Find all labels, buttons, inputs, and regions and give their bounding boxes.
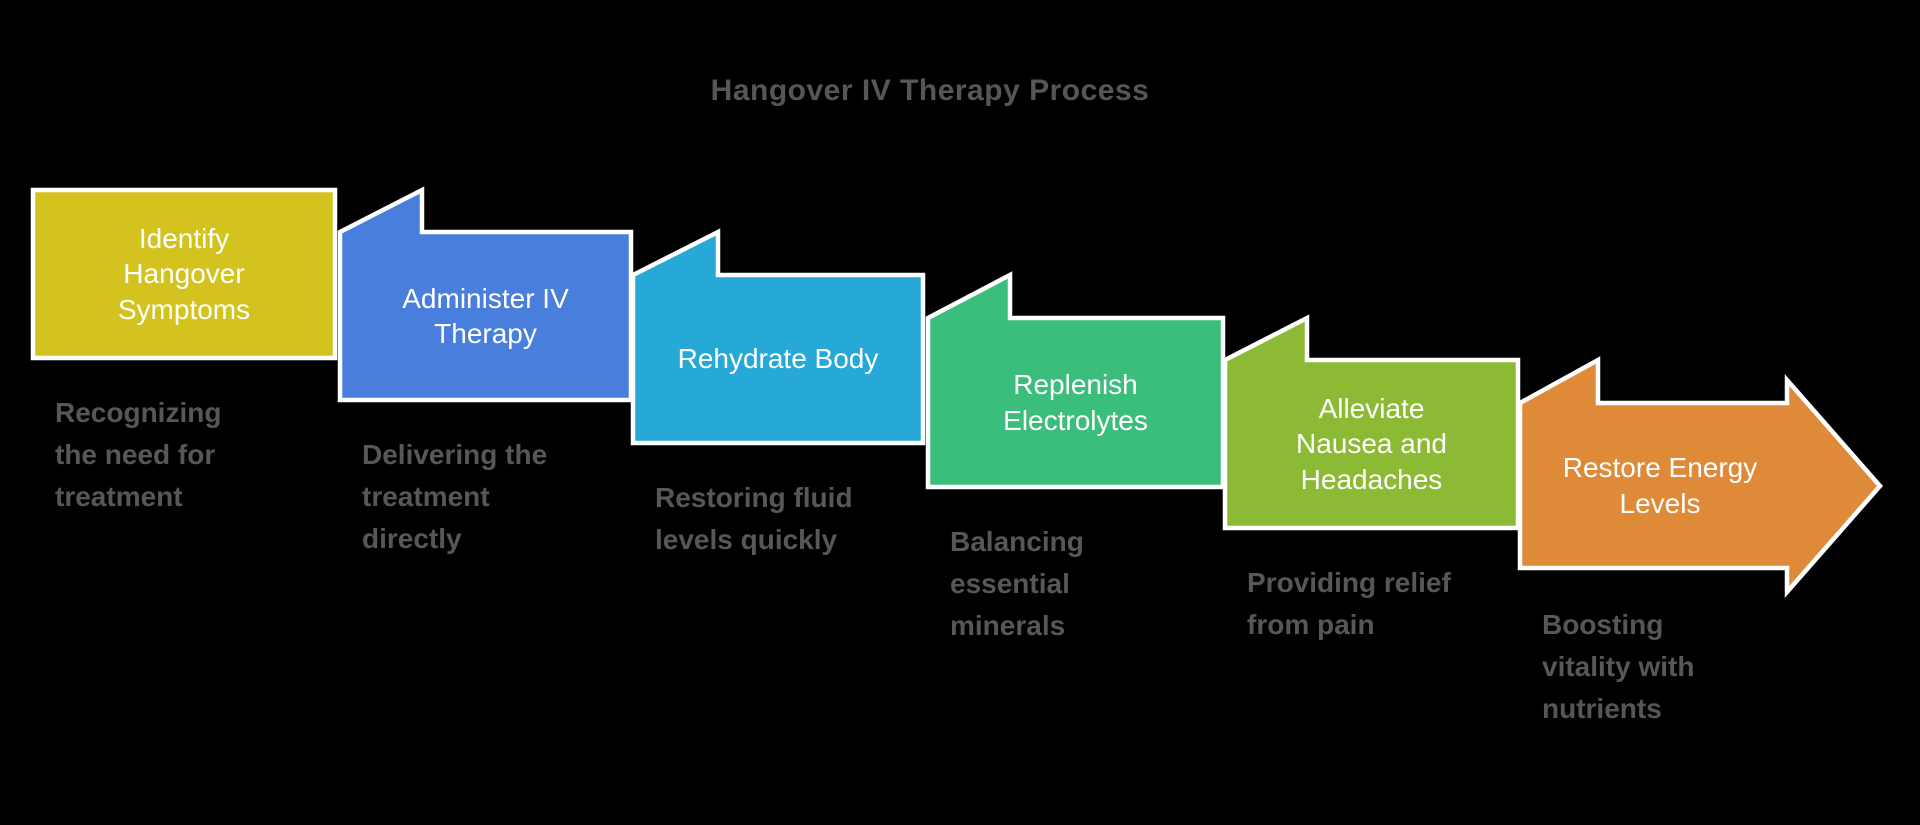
- step-2-label: Administer IV Therapy: [402, 282, 569, 349]
- diagram-title: Hangover IV Therapy Process: [710, 74, 1150, 107]
- step-1-label: Identify Hangover Symptoms: [117, 223, 251, 325]
- step-2-caption: Delivering the treatment directly: [362, 439, 548, 554]
- step-5-caption: Providing relief from pain: [1247, 567, 1451, 640]
- step-1-caption: Recognizing the need for treatment: [55, 397, 222, 512]
- step-3-shape: [630, 228, 926, 446]
- step-6-arrow-shape: [1517, 356, 1883, 598]
- step-4-caption: Balancing essential minerals: [950, 526, 1084, 641]
- step-1-shape: [30, 187, 338, 361]
- step-5-label: Alleviate Nausea and Headaches: [1295, 393, 1447, 495]
- step-4-label: Replenish Electrolytes: [1003, 369, 1148, 436]
- step-3-caption: Restoring fluid levels quickly: [655, 482, 853, 555]
- step-6-caption: Boosting vitality with nutrients: [1542, 609, 1695, 724]
- step-3-label: Rehydrate Body: [677, 343, 879, 375]
- step-6-label: Restore Energy Levels: [1562, 452, 1758, 519]
